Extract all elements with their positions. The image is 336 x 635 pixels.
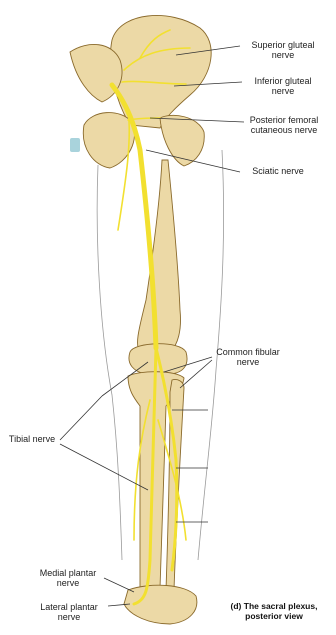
label-inferior-gluteal-nerve: Inferior gluteal nerve — [240, 76, 326, 96]
figure-caption: (d) The sacral plexus, posterior view — [212, 601, 336, 621]
label-medial-plantar-nerve: Medial plantar nerve — [32, 568, 104, 588]
label-posterior-femoral-cutaneous-nerve: Posterior femoral cutaneous nerve — [236, 115, 332, 135]
label-sciatic-nerve: Sciatic nerve — [238, 166, 318, 176]
label-common-fibular-nerve: Common fibular nerve — [206, 347, 290, 367]
ischium-bone — [83, 113, 134, 168]
sacrum-bone — [70, 44, 122, 102]
cartilage-patch — [70, 138, 80, 152]
label-superior-gluteal-nerve: Superior gluteal nerve — [238, 40, 328, 60]
label-tibial-nerve: Tibial nerve — [2, 434, 62, 444]
label-lateral-plantar-nerve: Lateral plantar nerve — [30, 602, 108, 622]
